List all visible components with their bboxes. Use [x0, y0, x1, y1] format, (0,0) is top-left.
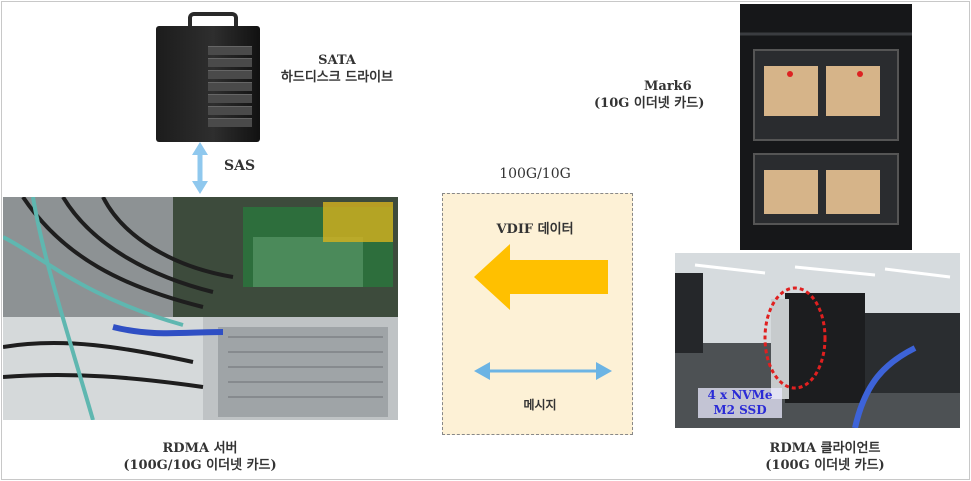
vdif-data-label: VDIF 데이터	[496, 222, 574, 237]
vdif-data-arrow-icon	[474, 244, 608, 310]
nas-bay	[208, 118, 252, 127]
sas-double-arrow-icon	[192, 142, 208, 194]
nas-bay	[208, 82, 252, 91]
client-label: RDMA 클라이언트 (100G 이더넷 카드)	[715, 440, 935, 474]
network-speed-label: 100G/10G	[499, 166, 571, 182]
server-label: RDMA 서버 (100G/10G 이더넷 카드)	[75, 440, 325, 474]
message-double-arrow-icon	[474, 362, 612, 380]
nas-bay	[208, 46, 252, 55]
server-photo	[3, 197, 398, 420]
nas-label-line2: 하드디스크 드라이브	[280, 70, 394, 85]
client-label-line2: (100G 이더넷 카드)	[765, 458, 885, 473]
mark6-label-line1: Mark6	[644, 79, 692, 94]
nas-label-line1: SATA	[318, 53, 356, 68]
sas-label: SAS	[224, 158, 256, 174]
network-box	[442, 193, 633, 435]
nas-drive-icon	[150, 12, 266, 142]
mark6-label: Mark6 (10G 이더넷 카드)	[594, 78, 744, 112]
nvme-label: 4 x NVMe M2 SSD	[698, 388, 782, 418]
nas-bay	[208, 106, 252, 115]
server-label-line2: (100G/10G 이더넷 카드)	[123, 458, 277, 473]
nas-bay	[208, 58, 252, 67]
mark6-label-line2: (10G 이더넷 카드)	[594, 96, 705, 111]
nvme-label-line2: M2 SSD	[713, 403, 767, 417]
nas-handle	[188, 12, 238, 34]
server-label-line1: RDMA 서버	[162, 441, 238, 456]
client-label-line1: RDMA 클라이언트	[769, 441, 881, 456]
message-label: 메시지	[523, 398, 557, 412]
nas-bay	[208, 70, 252, 79]
nvme-label-line1: 4 x NVMe	[707, 388, 773, 402]
mark6-photo	[740, 4, 912, 250]
nas-label: SATA 하드디스크 드라이브	[262, 52, 412, 86]
nas-bay	[208, 94, 252, 103]
